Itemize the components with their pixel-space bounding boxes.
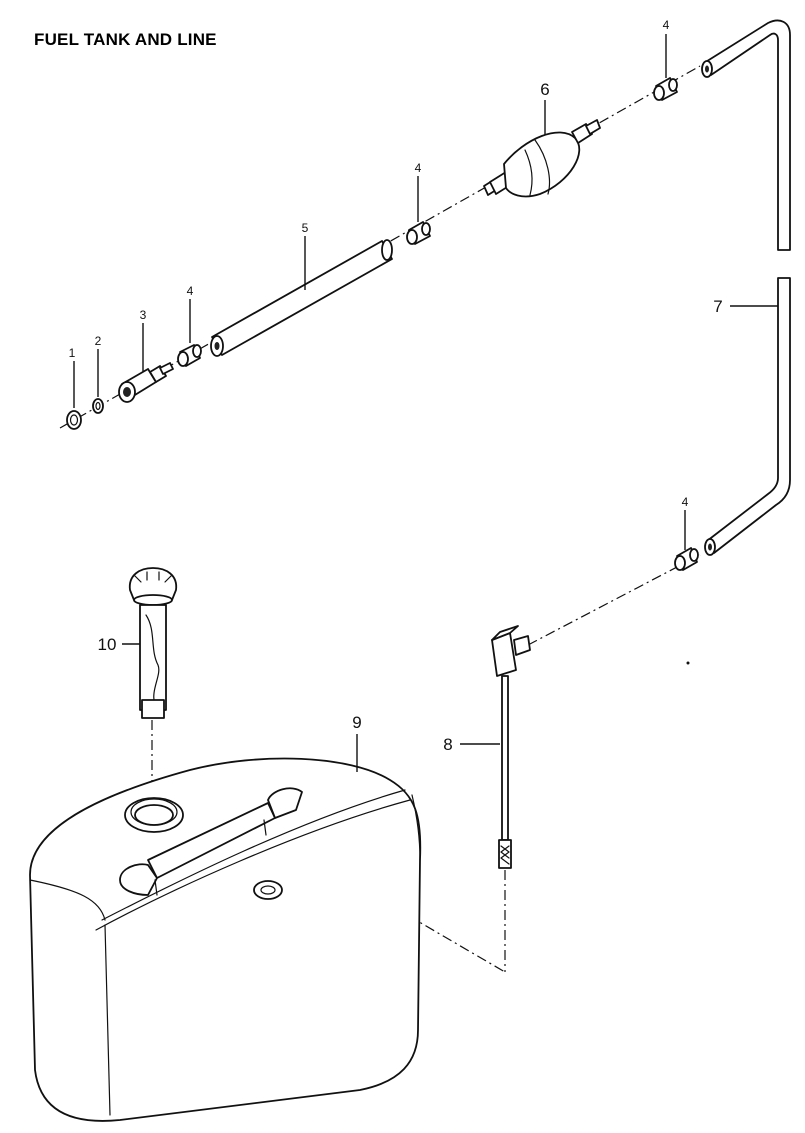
callout-6: 6 [540, 80, 550, 135]
fuel-tank-part-9 [29, 757, 422, 1122]
callout-5: 5 [302, 221, 309, 290]
callout-6-label: 6 [540, 80, 549, 99]
hose-clamp-part-4-upper-middle [406, 221, 431, 245]
connector-part-3 [118, 362, 174, 403]
hose-clamp-part-4-lower-right [674, 547, 699, 571]
callout-10-label: 10 [98, 635, 117, 654]
callout-4-upper-right-label: 4 [663, 18, 670, 32]
callout-8: 8 [443, 735, 500, 754]
callout-4-upper-middle: 4 [415, 161, 422, 222]
callout-4-lower-left-label: 4 [187, 284, 194, 298]
diagram-title: FUEL TANK AND LINE [34, 30, 217, 49]
callout-1: 1 [69, 346, 76, 408]
speck-mark [686, 661, 690, 665]
callout-4-upper-middle-label: 4 [415, 161, 422, 175]
fuel-line-part-7 [701, 19, 791, 556]
callout-9: 9 [352, 713, 362, 772]
callout-2: 2 [95, 334, 102, 397]
o-ring-part-1 [66, 410, 82, 430]
callout-3: 3 [140, 308, 147, 372]
callout-9-label: 9 [352, 713, 361, 732]
callout-4-lower-left: 4 [187, 284, 194, 343]
callout-7: 7 [713, 297, 778, 316]
callout-5-label: 5 [302, 221, 309, 235]
fuel-gauge-part-10 [128, 567, 178, 719]
pickup-tube-part-8 [491, 625, 531, 869]
o-ring-part-2 [92, 398, 104, 414]
callout-3-label: 3 [140, 308, 147, 322]
callout-4-upper-right: 4 [663, 18, 670, 78]
callout-10: 10 [98, 635, 140, 654]
callout-4-lower-right: 4 [682, 495, 689, 550]
callout-8-label: 8 [443, 735, 452, 754]
callout-1-label: 1 [69, 346, 76, 360]
fuel-hose-part-5 [210, 239, 393, 357]
callout-2-label: 2 [95, 334, 102, 348]
hose-clamp-part-4-upper-right [653, 77, 678, 101]
primer-bulb-part-6 [483, 119, 601, 198]
callout-4-lower-right-label: 4 [682, 495, 689, 509]
callout-7-label: 7 [713, 297, 722, 316]
hose-clamp-part-4-lower-left [177, 344, 202, 367]
